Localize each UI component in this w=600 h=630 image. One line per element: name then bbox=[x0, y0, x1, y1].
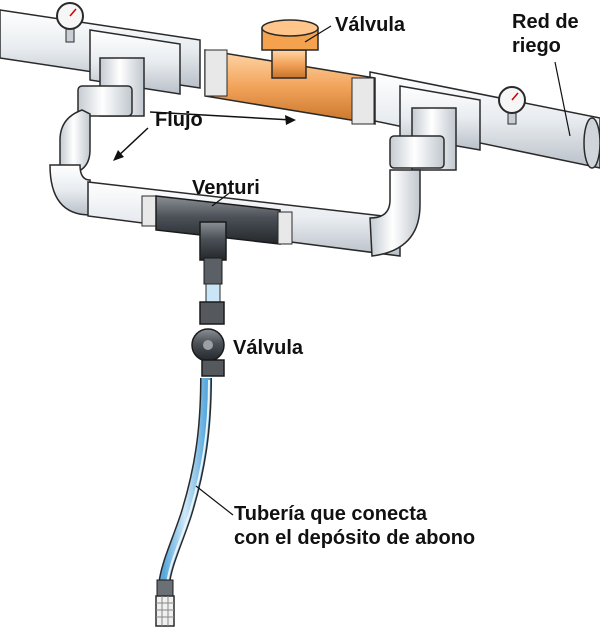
label-irrigation-line: Red de riego bbox=[512, 10, 579, 58]
label-main-valve: Válvula bbox=[335, 14, 406, 36]
leader-lines bbox=[195, 25, 571, 516]
label-irrigation-line-2: riego bbox=[512, 35, 561, 57]
suction-tubing bbox=[158, 377, 212, 586]
label-venturi: Venturi bbox=[192, 177, 260, 199]
pressure-gauge-right-icon bbox=[498, 86, 526, 125]
suction-valve bbox=[191, 301, 225, 377]
label-tubing: Tubería que conecta con el depósito de a… bbox=[234, 502, 475, 550]
right-tee-fitting bbox=[389, 85, 481, 171]
flow-arrow-icon bbox=[113, 111, 296, 161]
pressure-gauge-left-icon bbox=[56, 2, 84, 43]
label-flow: Flujo bbox=[155, 109, 203, 131]
label-irrigation-line-1: Red de bbox=[512, 11, 579, 33]
suction-connector bbox=[203, 257, 223, 305]
venturi-injector bbox=[141, 195, 293, 261]
main-brass-valve bbox=[204, 19, 376, 125]
label-suction-valve: Válvula bbox=[233, 337, 304, 359]
strainer-filter bbox=[155, 579, 175, 627]
label-tubing-1: Tubería que conecta bbox=[234, 503, 428, 525]
left-tee-fitting bbox=[77, 29, 181, 117]
label-tubing-2: con el depósito de abono bbox=[234, 527, 476, 549]
